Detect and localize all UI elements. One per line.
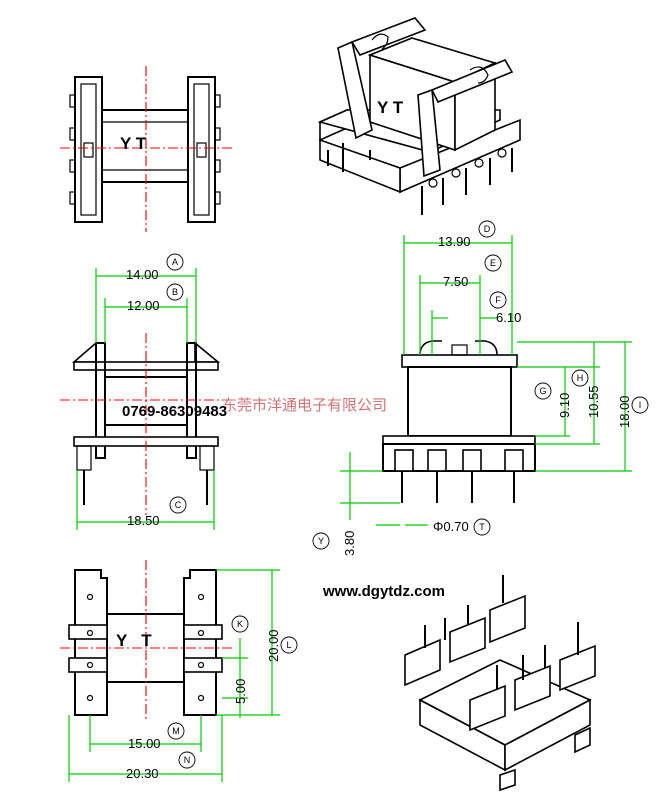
website: www.dgytdz.com	[322, 583, 445, 600]
side-view	[382, 340, 536, 503]
svg-text:Y: Y	[318, 536, 324, 546]
isometric-view-top	[317, 17, 521, 215]
svg-text:G: G	[539, 386, 546, 396]
bubble-A	[166, 253, 184, 271]
svg-text:B: B	[172, 287, 178, 297]
dim-K: 5.00	[233, 679, 248, 704]
dim-D: 13.90	[438, 234, 471, 249]
side-dimensions	[340, 235, 632, 526]
svg-text:C: C	[175, 500, 182, 510]
dim-N: 20.30	[126, 766, 159, 781]
svg-text:E: E	[490, 258, 496, 268]
bubble-T	[473, 518, 491, 536]
svg-text:D: D	[484, 224, 491, 234]
dim-G: 9.10	[557, 393, 572, 418]
bubble-M	[167, 722, 185, 740]
svg-text:H: H	[577, 373, 584, 383]
bubble-D	[478, 220, 496, 238]
dim-H: 10.55	[586, 385, 601, 418]
svg-text:N: N	[184, 755, 191, 765]
bubble-C	[169, 496, 187, 514]
dim-A: 14.00	[126, 267, 159, 282]
brand-mark-top: Y T	[120, 134, 147, 153]
front-view	[60, 333, 232, 515]
bubble-F	[489, 291, 507, 309]
svg-text:A: A	[172, 257, 178, 267]
dim-C: 18.50	[127, 513, 160, 528]
dim-L: 20.00	[266, 629, 281, 662]
top-view	[60, 66, 232, 232]
isometric-view-bottom	[404, 575, 596, 792]
front-dimensions	[76, 268, 215, 530]
company-watermark: 东莞市洋通电子有限公司	[222, 396, 387, 414]
phone-number: 0769-86309483	[122, 403, 227, 420]
bottom-dimensions	[68, 569, 280, 782]
dim-E: 7.50	[443, 274, 468, 289]
brand-mark-iso: Y T	[377, 98, 404, 117]
bubble-I	[631, 396, 649, 414]
svg-text:T: T	[479, 522, 485, 532]
dim-Y: 3.80	[342, 531, 357, 556]
bubble-G	[534, 382, 552, 400]
bubble-N	[178, 751, 196, 769]
dim-I: 18.00	[617, 395, 632, 428]
bubble-H	[571, 369, 589, 387]
bubble-E	[484, 254, 502, 272]
svg-text:I: I	[639, 400, 642, 410]
svg-text:L: L	[286, 640, 291, 650]
bottom-view	[60, 560, 232, 722]
dim-B: 12.00	[127, 298, 160, 313]
dim-F: 6.10	[496, 310, 521, 325]
svg-text:K: K	[237, 619, 243, 629]
brand-mark-bottom: Y T	[116, 631, 152, 650]
dim-T: Φ0.70	[433, 519, 469, 534]
svg-text:M: M	[172, 726, 180, 736]
bubble-B	[166, 283, 184, 301]
dim-M: 15.00	[128, 736, 161, 751]
bubble-L	[280, 636, 298, 654]
bubble-Y	[312, 532, 330, 550]
svg-text:F: F	[495, 295, 501, 305]
bubble-K	[231, 615, 249, 633]
